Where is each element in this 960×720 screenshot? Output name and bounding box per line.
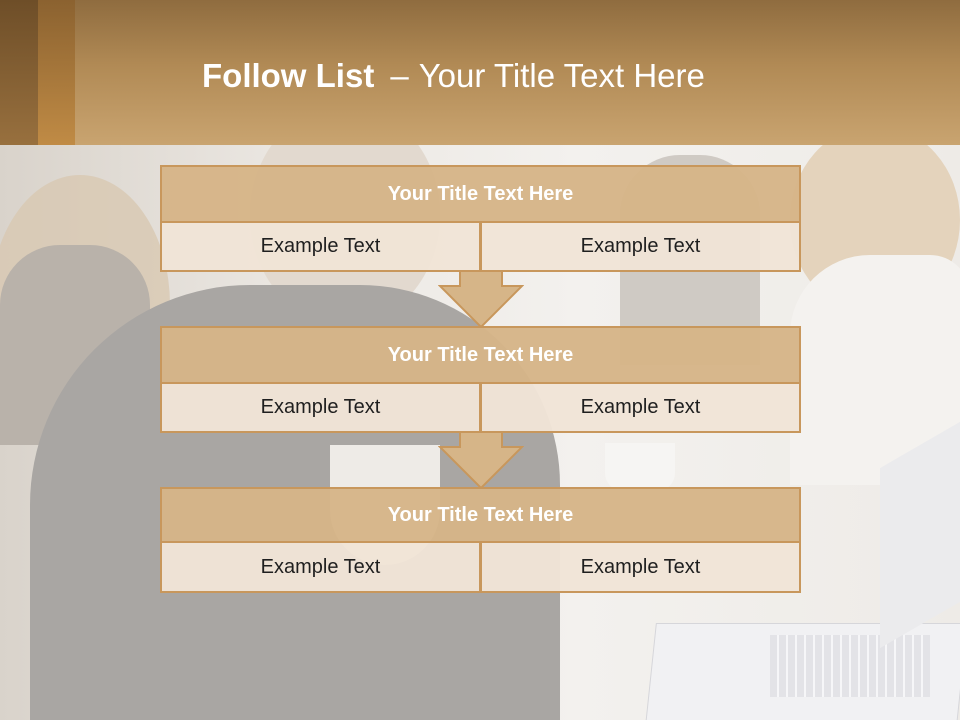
page-title-bold: Follow List [202,57,375,94]
flow-step-title: Your Title Text Here [160,487,801,543]
header-accent-stripe [38,0,75,145]
flow-step-2: Your Title Text Here Example Text Exampl… [160,326,801,433]
header-accent-stripe [0,0,38,145]
photo-laptop-keyboard [770,635,930,697]
flow-step-left-cell: Example Text [160,223,481,272]
flow-step-right-cell: Example Text [480,384,801,433]
flow-step-1: Your Title Text Here Example Text Exampl… [160,165,801,272]
flow-step-left-cell: Example Text [160,384,481,433]
header-band: Follow List–Your Title Text Here [0,0,960,145]
flow-step-right-cell: Example Text [480,223,801,272]
flow-step-left-cell: Example Text [160,543,481,593]
flow-step-title: Your Title Text Here [160,326,801,384]
flow-step-title: Your Title Text Here [160,165,801,223]
photo-coffee-cup [605,443,675,491]
flow-step-right-cell: Example Text [480,543,801,593]
down-arrow-icon [438,431,524,489]
page-title-rest: Your Title Text Here [418,57,705,94]
page-title: Follow List–Your Title Text Here [202,54,705,98]
page-title-dash: – [390,57,409,94]
down-arrow-icon [438,270,524,328]
flow-step-3: Your Title Text Here Example Text Exampl… [160,487,801,593]
